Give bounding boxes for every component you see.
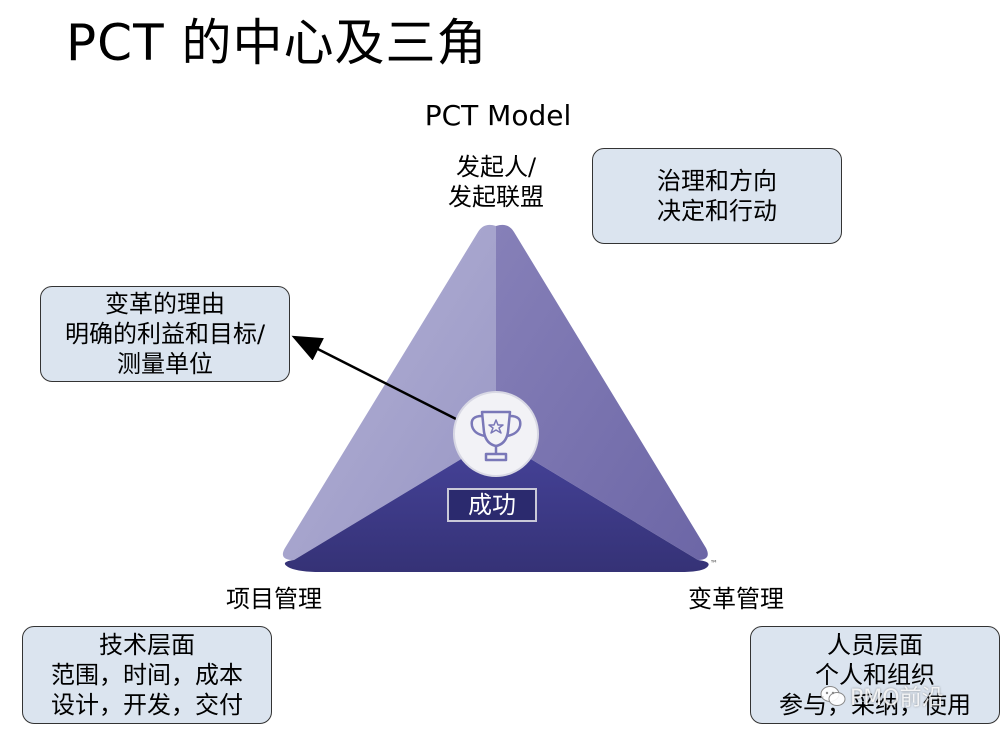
box-governance-line-2: 决定和行动 [657,197,777,225]
box-people-line-1: 人员层面 [827,631,923,659]
wechat-icon [820,686,846,706]
success-label: 成功 [447,488,537,522]
box-case-line-2: 明确的利益和目标/ [64,320,266,348]
success-badge [453,391,539,477]
box-people-line-2: 个人和组织 [815,661,935,689]
box-case-for-change: 变革的理由 明确的利益和目标/ 测量单位 [40,286,290,382]
box-case-line-1: 变革的理由 [105,290,225,318]
box-governance: 治理和方向 决定和行动 [592,148,842,244]
vertex-top-line-2: 发起联盟 [448,183,544,211]
box-technical-side: 技术层面 范围，时间，成本 设计，开发，交付 [22,626,272,724]
trademark-mark: ™ [710,559,718,568]
box-technical-line-1: 技术层面 [99,631,195,659]
model-title: PCT Model [0,98,1008,134]
box-technical-line-3: 设计，开发，交付 [51,691,243,719]
box-technical-line-2: 范围，时间，成本 [51,661,243,689]
vertex-label-project-management: 项目管理 [226,585,322,613]
box-people-line-3: 参与，采纳，使用 [779,691,971,719]
box-people-side: 人员层面 个人和组织 参与，采纳，使用 [750,626,1000,724]
box-case-line-3: 测量单位 [117,350,213,378]
watermark-text: PMO前沿 [850,686,944,711]
vertex-label-top: 发起人/ 发起联盟 [440,152,552,212]
trophy-icon [470,410,522,462]
slide-title: PCT 的中心及三角 [66,14,488,72]
pointer-arrow [291,335,459,422]
box-governance-line-1: 治理和方向 [657,167,777,195]
triangle-face-top-right [496,224,708,560]
vertex-label-change-management: 变革管理 [688,585,784,613]
vertex-top-line-1: 发起人/ [455,153,537,181]
watermark: PMO前沿 [820,680,944,712]
triangle-face-top-left [282,224,496,560]
model-title-text: PCT Model [424,99,572,132]
